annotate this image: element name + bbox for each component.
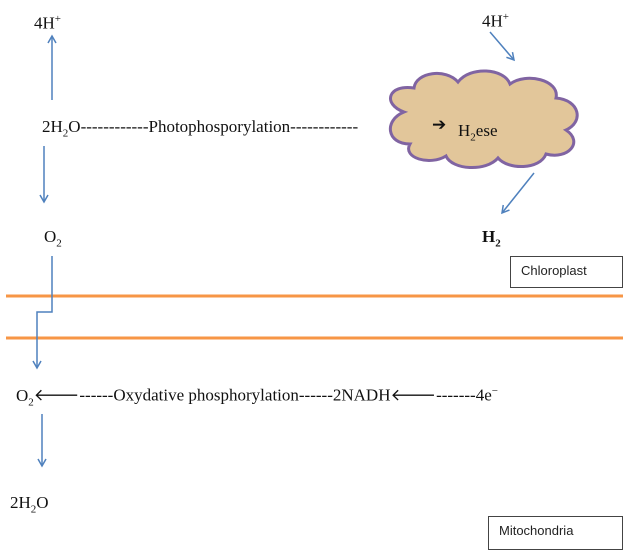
photophosphorylation-link: ------------Photophosporylation---------… [80,117,359,136]
chloroplast-compartment-label: Chloroplast [510,256,623,288]
oxygen-label-mitochondria: O2 [16,385,34,409]
arrow-enzyme-to-hydrogen [501,172,535,215]
arrow-left-icon: 🡐 [390,385,437,405]
hydrogenase-cloud [388,69,579,170]
oxidative-chain-text: ------Oxydative phosphorylation------2NA… [79,385,391,405]
photophosphorylation-row: 2H2O------------Photophosporylation-----… [42,118,358,139]
arrow-left-icon: 🡐 [33,385,80,405]
electron-chain-text: -------4e [436,385,492,405]
oxidative-phosphorylation-row: O2🡐------Oxydative phosphorylation------… [16,386,498,408]
arrow-oxygen-across-membrane [32,256,53,370]
hydrogenase-label: H2ese [458,121,498,144]
arrow-protons-to-enzyme [489,31,515,62]
electron-charge: − [491,385,498,397]
mitochondria-compartment-label: Mitochondria [488,516,623,550]
water-formula-top: 2H2O [42,117,81,140]
hydrogen-product-label: H2 [482,227,501,250]
proton-label-left: 4H+ [34,13,61,33]
link-arrowhead-icon: ➔ [432,115,447,134]
oxygen-label-chloroplast: O2 [44,227,62,250]
water-formula-bottom: 2H2O [10,493,49,516]
proton-label-right: 4H+ [482,11,509,31]
